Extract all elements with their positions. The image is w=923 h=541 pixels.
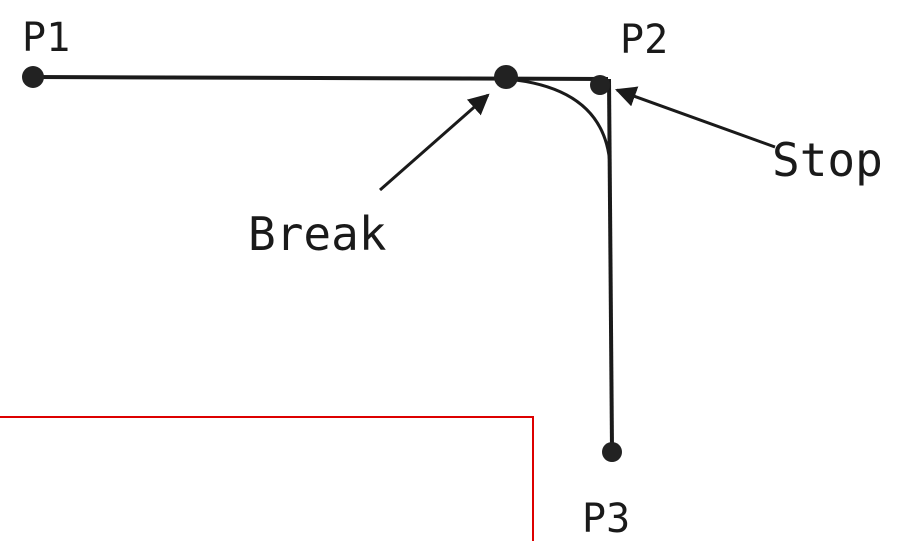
stop-arrow xyxy=(615,86,776,149)
segment-p1-p2 xyxy=(32,75,609,81)
red-frame xyxy=(0,416,534,541)
label-p2: P2 xyxy=(620,17,668,63)
label-p1: P1 xyxy=(22,15,70,61)
label-break: Break xyxy=(248,207,386,261)
point-p3-dot xyxy=(602,442,622,462)
point-p1-dot xyxy=(22,66,44,88)
break-arrow xyxy=(379,93,490,192)
break-point-dot xyxy=(494,65,518,89)
point-p2-dot xyxy=(590,75,610,95)
blend-curve xyxy=(506,77,612,166)
segment-p2-p3 xyxy=(607,78,614,451)
label-p3: P3 xyxy=(582,496,630,541)
label-stop: Stop xyxy=(772,133,883,187)
